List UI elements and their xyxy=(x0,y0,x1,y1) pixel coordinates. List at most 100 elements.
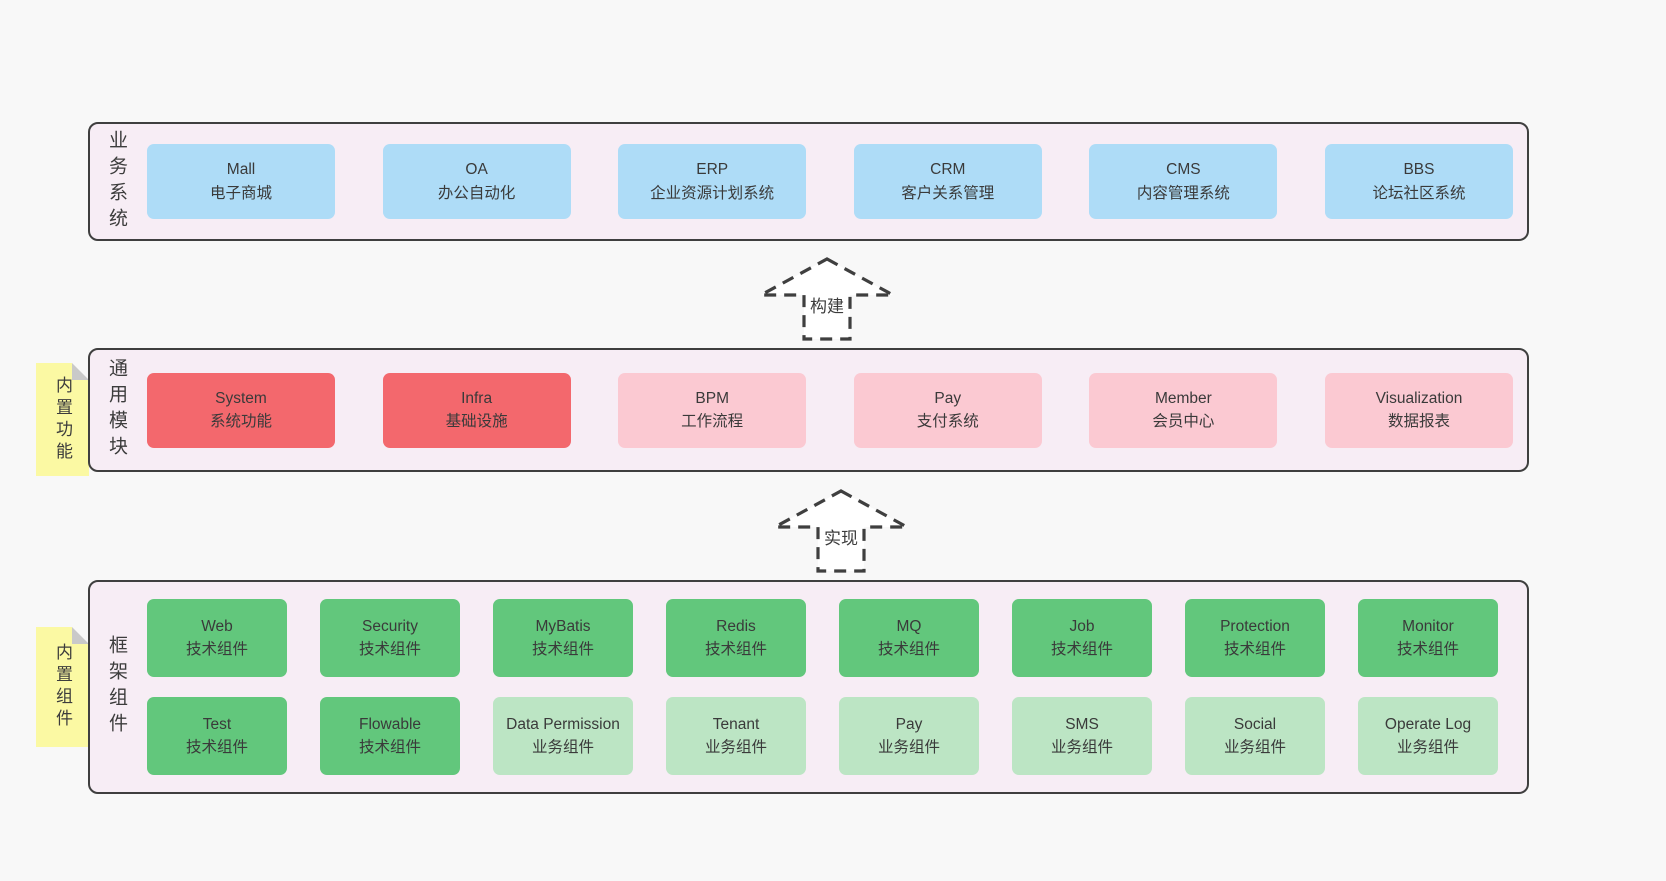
box-name: Security xyxy=(362,617,418,635)
box-mybatis: MyBatis 技术组件 xyxy=(493,599,633,677)
box-desc: 技术组件 xyxy=(358,641,421,658)
box-member: Member 会员中心 xyxy=(1089,372,1278,448)
box-desc: 技术组件 xyxy=(1396,641,1459,658)
box-name: Flowable xyxy=(358,715,422,733)
arrow-build: 构建 xyxy=(757,255,897,343)
box-visualization: Visualization 数据报表 xyxy=(1324,372,1513,448)
box-name: Visualization xyxy=(1375,389,1463,407)
box-desc: 技术组件 xyxy=(877,641,940,658)
box-desc: 办公自动化 xyxy=(437,184,516,202)
box-tenant: Tenant 业务组件 xyxy=(666,697,806,775)
box-desc: 业务组件 xyxy=(877,739,940,756)
box-desc: 业务组件 xyxy=(1223,739,1286,756)
box-name: Mall xyxy=(226,161,256,179)
sticky-fold-icon xyxy=(72,627,89,644)
box-name: Infra xyxy=(461,389,493,407)
box-desc: 技术组件 xyxy=(358,739,421,756)
box-desc: 客户关系管理 xyxy=(901,184,995,202)
box-monitor: Monitor 技术组件 xyxy=(1358,599,1498,677)
box-name: Social xyxy=(1233,715,1277,733)
box-desc: 技术组件 xyxy=(704,641,767,658)
box-desc: 系统功能 xyxy=(209,413,272,430)
box-name: Tenant xyxy=(712,715,760,733)
box-web: Web 技术组件 xyxy=(147,599,287,677)
box-test: Test 技术组件 xyxy=(147,697,287,775)
box-name: Job xyxy=(1069,617,1095,635)
box-pay: Pay 支付系统 xyxy=(853,372,1042,448)
box-name: Redis xyxy=(716,617,756,635)
box-desc: 会员中心 xyxy=(1152,413,1215,430)
box-desc: 企业资源计划系统 xyxy=(650,184,775,202)
box-infra: Infra 基础设施 xyxy=(382,372,571,448)
box-name: Test xyxy=(202,715,232,733)
box-name: Web xyxy=(201,617,233,635)
box-name: MQ xyxy=(896,617,922,635)
box-desc: 技术组件 xyxy=(1050,641,1113,658)
box-name: ERP xyxy=(696,161,729,179)
sticky-builtin-components-label: 内置组件 xyxy=(53,643,72,731)
box-desc: 支付系统 xyxy=(916,413,979,430)
box-operate-log: Operate Log 业务组件 xyxy=(1358,697,1498,775)
box-oa: OA 办公自动化 xyxy=(382,144,571,219)
box-desc: 内容管理系统 xyxy=(1136,184,1230,202)
box-name: Protection xyxy=(1220,617,1290,635)
box-crm: CRM 客户关系管理 xyxy=(853,144,1042,219)
box-desc: 业务组件 xyxy=(704,739,767,756)
box-name: CRM xyxy=(930,161,966,179)
box-name: Operate Log xyxy=(1384,715,1472,733)
box-erp: ERP 企业资源计划系统 xyxy=(618,144,807,219)
box-desc: 技术组件 xyxy=(185,641,248,658)
box-name: OA xyxy=(465,161,488,179)
layer-business-label: 业务系统 xyxy=(106,129,127,234)
box-name: SMS xyxy=(1065,715,1099,733)
box-cms: CMS 内容管理系统 xyxy=(1089,144,1278,219)
arrow-implement-label: 实现 xyxy=(820,523,862,550)
box-desc: 技术组件 xyxy=(1223,641,1286,658)
box-desc: 电子商城 xyxy=(209,184,272,202)
box-name: CMS xyxy=(1166,161,1201,179)
sticky-fold-icon xyxy=(72,363,89,380)
box-desc: 论坛社区系统 xyxy=(1372,184,1466,202)
box-bbs: BBS 论坛社区系统 xyxy=(1324,144,1513,219)
sticky-note-builtin-components: 内置组件 xyxy=(36,627,89,747)
box-desc: 数据报表 xyxy=(1387,413,1450,430)
layer-framework-label: 框架组件 xyxy=(106,635,127,739)
box-name: Member xyxy=(1154,389,1212,407)
sticky-builtin-features-label: 内置功能 xyxy=(53,375,72,464)
box-name: System xyxy=(215,389,267,407)
box-name: Pay xyxy=(934,389,962,407)
box-flowable: Flowable 技术组件 xyxy=(320,697,460,775)
box-pay: Pay 业务组件 xyxy=(839,697,979,775)
box-name: BPM xyxy=(695,389,729,407)
box-redis: Redis 技术组件 xyxy=(666,599,806,677)
box-mq: MQ 技术组件 xyxy=(839,599,979,677)
box-desc: 技术组件 xyxy=(531,641,594,658)
arrow-implement: 实现 xyxy=(771,487,911,575)
box-bpm: BPM 工作流程 xyxy=(618,372,807,448)
box-name: BBS xyxy=(1403,161,1435,179)
layer-modules-label: 通用模块 xyxy=(106,358,127,462)
box-social: Social 业务组件 xyxy=(1185,697,1325,775)
business-boxes: Mall 电子商城 OA 办公自动化 ERP 企业资源计划系统 CRM 客户关系管理 CMS 内容… xyxy=(147,124,1513,239)
modules-boxes: System 系统功能 Infra 基础设施 BPM 工作流程 Pay 支付系统 Member 会… xyxy=(147,350,1513,470)
box-system: System 系统功能 xyxy=(147,372,335,448)
box-name: Pay xyxy=(895,715,923,733)
box-desc: 技术组件 xyxy=(185,739,248,756)
box-protection: Protection 技术组件 xyxy=(1185,599,1325,677)
box-desc: 业务组件 xyxy=(1396,739,1459,756)
box-job: Job 技术组件 xyxy=(1012,599,1152,677)
sticky-note-builtin-features: 内置功能 xyxy=(36,363,89,476)
box-desc: 基础设施 xyxy=(445,413,508,430)
box-name: Data Permission xyxy=(506,715,620,733)
box-name: MyBatis xyxy=(535,617,591,635)
box-desc: 工作流程 xyxy=(681,413,744,430)
layer-business-systems: 业务系统 Mall 电子商城 OA 办公自动化 ERP 企业资源计划系统 CRM 客户关系管理… xyxy=(88,122,1529,241)
box-security: Security 技术组件 xyxy=(320,599,460,677)
box-name: Monitor xyxy=(1402,617,1454,635)
